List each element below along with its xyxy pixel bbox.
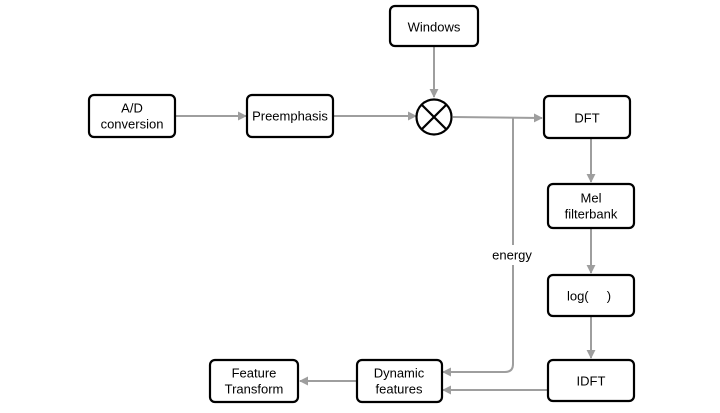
node-preemphasis: Preemphasis — [245, 93, 335, 139]
node-dft: DFT — [542, 94, 632, 140]
node-mel-filterbank: Mel filterbank — [546, 182, 636, 230]
node-feature-transform: Feature Transform — [208, 358, 300, 404]
node-dynamic-features: Dynamic features — [355, 358, 444, 404]
node-log-label: log( ) — [567, 289, 611, 304]
node-dft-label: DFT — [574, 111, 599, 126]
node-mel-filterbank-line2: filterbank — [565, 207, 618, 222]
node-windows-label: Windows — [408, 20, 461, 35]
node-log: log( ) — [546, 273, 636, 318]
energy-label: energy — [492, 248, 532, 263]
node-mel-filterbank-line1: Mel — [581, 191, 602, 206]
multiplier-node — [415, 98, 453, 136]
node-feature-transform-line2: Transform — [225, 382, 284, 397]
node-idft: IDFT — [546, 358, 636, 403]
edge-energy — [442, 118, 514, 377]
node-ad-conversion-line2: conversion — [101, 117, 164, 132]
node-dynamic-features-line1: Dynamic — [374, 366, 425, 381]
edge-multiplier-to-dft — [452, 113, 543, 123]
edges — [176, 47, 596, 395]
node-ad-conversion-line1: A/D — [121, 101, 143, 116]
node-idft-label: IDFT — [577, 374, 606, 389]
node-windows: Windows — [388, 4, 480, 48]
node-feature-transform-line1: Feature — [232, 366, 277, 381]
node-ad-conversion: A/D conversion — [87, 93, 177, 139]
node-dynamic-features-line2: features — [376, 382, 423, 397]
energy-label-group: energy — [487, 245, 539, 265]
node-preemphasis-label: Preemphasis — [252, 109, 328, 124]
